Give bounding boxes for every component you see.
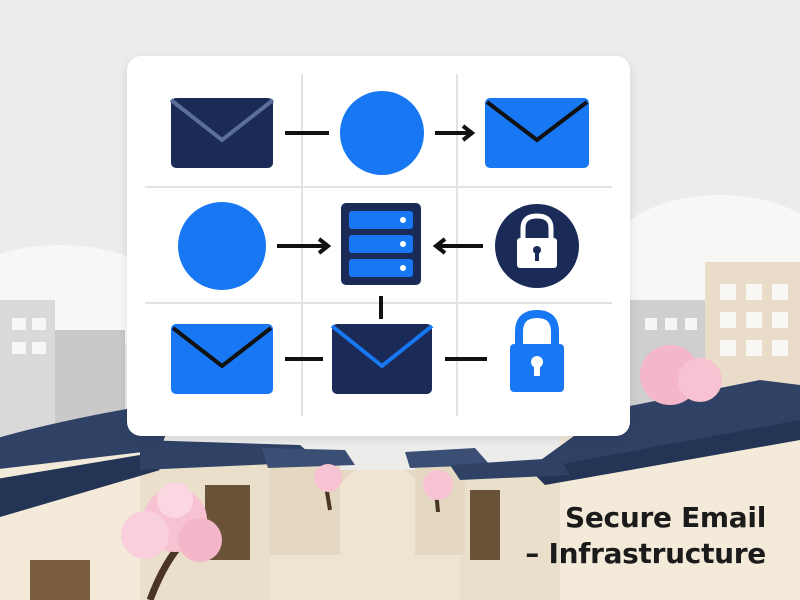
- envelope-icon: [171, 324, 273, 394]
- caption-line-2: – Infrastructure: [525, 537, 766, 570]
- arrow-left-icon: [432, 237, 483, 255]
- email-flow-diagram-card: [127, 56, 630, 436]
- arrow-right-icon: [277, 237, 332, 255]
- envelope-icon: [330, 324, 434, 394]
- caption-title: Secure Email – Infrastructure: [446, 500, 766, 572]
- cherry-blossom-trees: [121, 345, 722, 600]
- circle-node-icon: [178, 202, 266, 290]
- caption-line-1: Secure Email: [564, 501, 766, 534]
- envelope-icon: [485, 98, 589, 168]
- padlock-icon: [510, 309, 564, 392]
- server-icon: [341, 203, 421, 285]
- padlock-icon: [495, 204, 579, 288]
- envelope-icon: [169, 98, 275, 168]
- circle-node-icon: [340, 91, 424, 175]
- arrow-right-icon: [435, 124, 476, 142]
